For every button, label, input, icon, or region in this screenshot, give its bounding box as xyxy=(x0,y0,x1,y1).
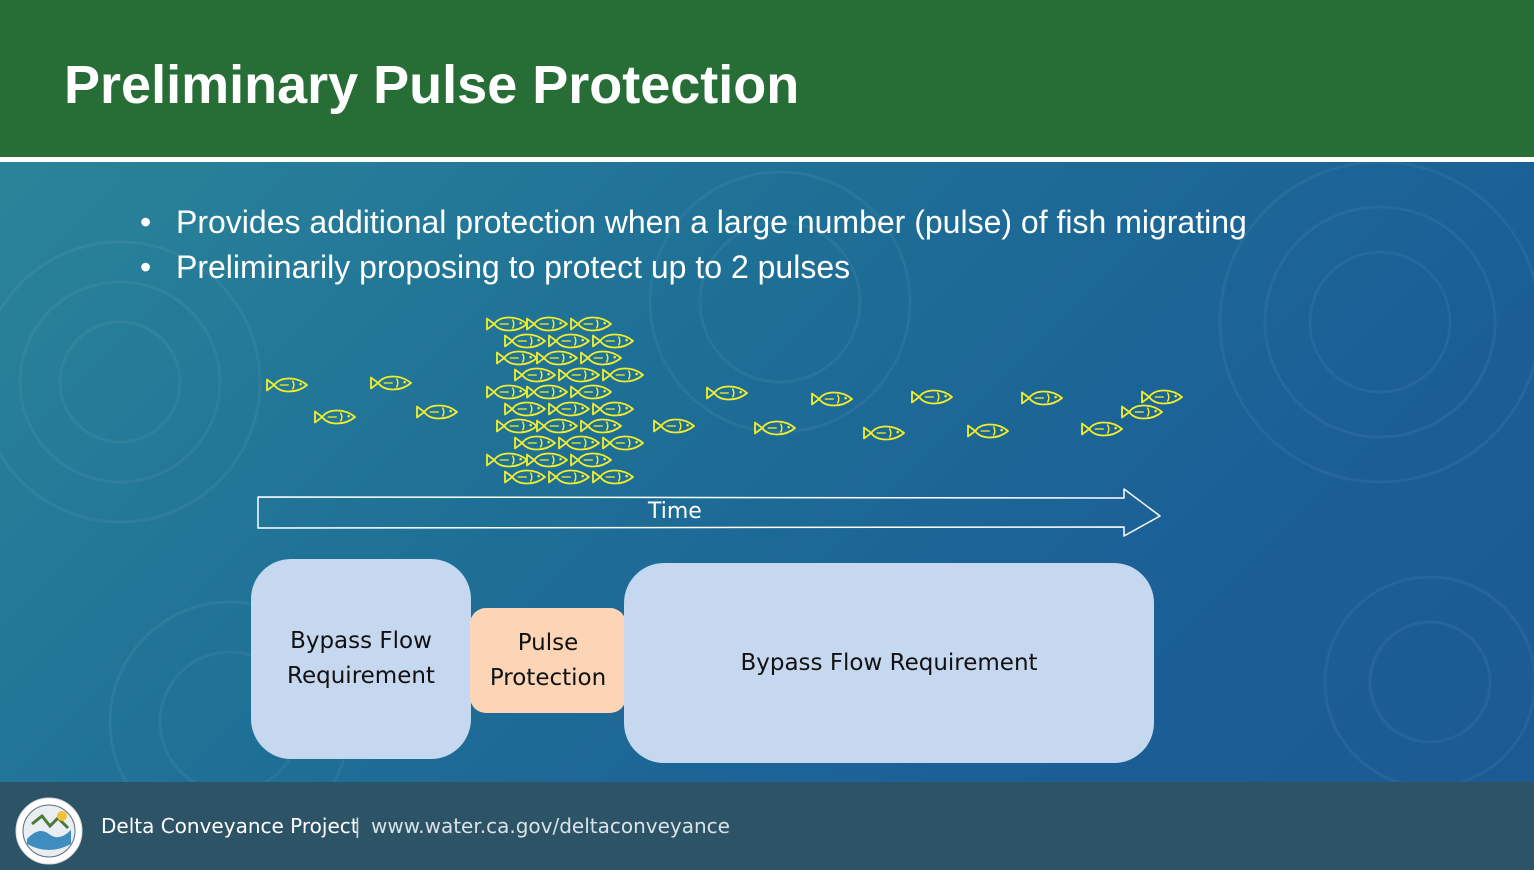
fish-icon xyxy=(580,350,622,366)
fish-icon xyxy=(602,435,644,451)
fish-group xyxy=(266,316,1183,485)
bypass-flow-box-right: Bypass Flow Requirement xyxy=(624,563,1154,763)
fish-icon xyxy=(570,384,612,400)
bullet-icon: • xyxy=(140,249,152,285)
fish-icon xyxy=(558,435,600,451)
fish-icon xyxy=(1021,390,1063,406)
footer-bar: Delta Conveyance Project | www.water.ca.… xyxy=(0,782,1534,870)
fish-icon xyxy=(504,333,546,349)
bullet-text: Provides additional protection when a la… xyxy=(176,204,1247,240)
bullet-list: • Provides additional protection when a … xyxy=(140,200,1247,290)
footer-project-name: Delta Conveyance Project xyxy=(101,814,359,838)
fish-icon xyxy=(486,316,528,332)
fish-icon xyxy=(526,452,568,468)
state-seal-icon xyxy=(15,797,83,865)
pulse-protection-box: Pulse Protection xyxy=(470,608,626,713)
fish-icon xyxy=(496,350,538,366)
bypass-flow-box-left: Bypass Flow Requirement xyxy=(251,559,471,759)
fish-icon xyxy=(486,452,528,468)
bullet-item: • Provides additional protection when a … xyxy=(140,200,1247,245)
fish-icon xyxy=(967,423,1009,439)
bullet-item: • Preliminarily proposing to protect up … xyxy=(140,245,1247,290)
fish-icon xyxy=(526,316,568,332)
time-label: Time xyxy=(648,499,702,524)
bullet-icon: • xyxy=(140,204,152,240)
fish-icon xyxy=(706,385,748,401)
fish-icon xyxy=(486,384,528,400)
fish-icon xyxy=(514,367,556,383)
fish-icon xyxy=(592,469,634,485)
fish-icon xyxy=(1141,389,1183,405)
fish-icon xyxy=(911,389,953,405)
fish-icon xyxy=(526,384,568,400)
fish-icon xyxy=(558,367,600,383)
fish-icon xyxy=(811,391,853,407)
fish-icon xyxy=(536,418,578,434)
fish-icon xyxy=(580,418,622,434)
title-bar xyxy=(0,0,1534,157)
fish-icon xyxy=(602,367,644,383)
fish-icon xyxy=(416,404,458,420)
fish-icon xyxy=(754,420,796,436)
title-underline xyxy=(0,157,1534,162)
fish-icon xyxy=(266,377,308,393)
footer-website-link[interactable]: www.water.ca.gov/deltaconveyance xyxy=(371,814,730,838)
fish-icon xyxy=(370,375,412,391)
fish-icon xyxy=(536,350,578,366)
fish-icon xyxy=(504,401,546,417)
fish-icon xyxy=(1081,421,1123,437)
bullet-text: Preliminarily proposing to protect up to… xyxy=(176,249,851,285)
slide-body: • Provides additional protection when a … xyxy=(0,162,1534,782)
fish-icon xyxy=(863,425,905,441)
time-arrow-icon xyxy=(257,488,1161,537)
fish-icon xyxy=(592,333,634,349)
fish-icon xyxy=(570,316,612,332)
slide-title: Preliminary Pulse Protection xyxy=(64,55,800,115)
footer-separator: | xyxy=(354,814,361,838)
fish-icon xyxy=(653,418,695,434)
fish-icon xyxy=(548,333,590,349)
fish-icon xyxy=(504,469,546,485)
fish-icon xyxy=(548,469,590,485)
fish-icon xyxy=(514,435,556,451)
fish-icon xyxy=(1121,404,1163,420)
fish-icon xyxy=(496,418,538,434)
fish-icon xyxy=(548,401,590,417)
fish-icon xyxy=(570,452,612,468)
pulse-diagram xyxy=(257,316,1183,537)
fish-icon xyxy=(314,409,356,425)
fish-icon xyxy=(592,401,634,417)
